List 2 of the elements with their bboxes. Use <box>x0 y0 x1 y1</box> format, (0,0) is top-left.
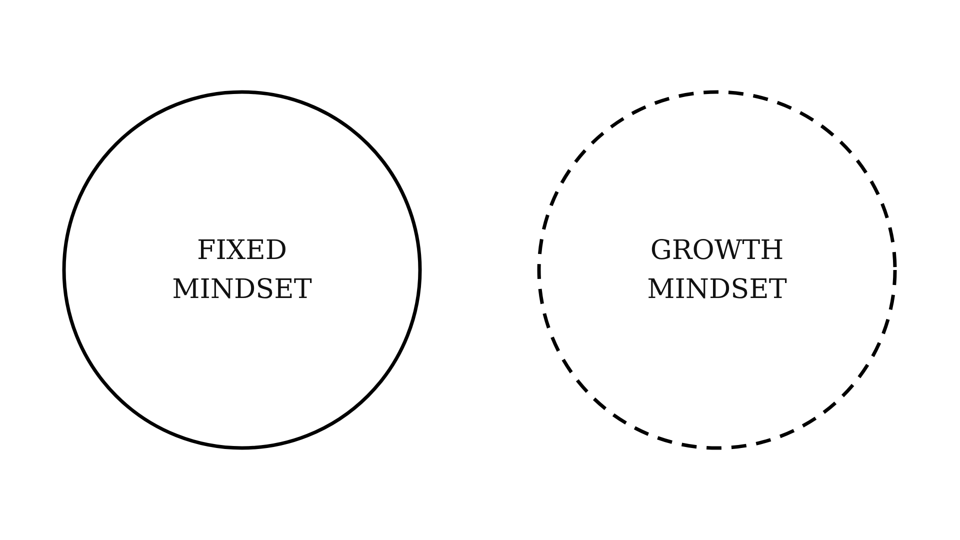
circle-label: FIXED MINDSET <box>171 234 313 307</box>
circle-label: GROWTH MINDSET <box>646 234 788 307</box>
